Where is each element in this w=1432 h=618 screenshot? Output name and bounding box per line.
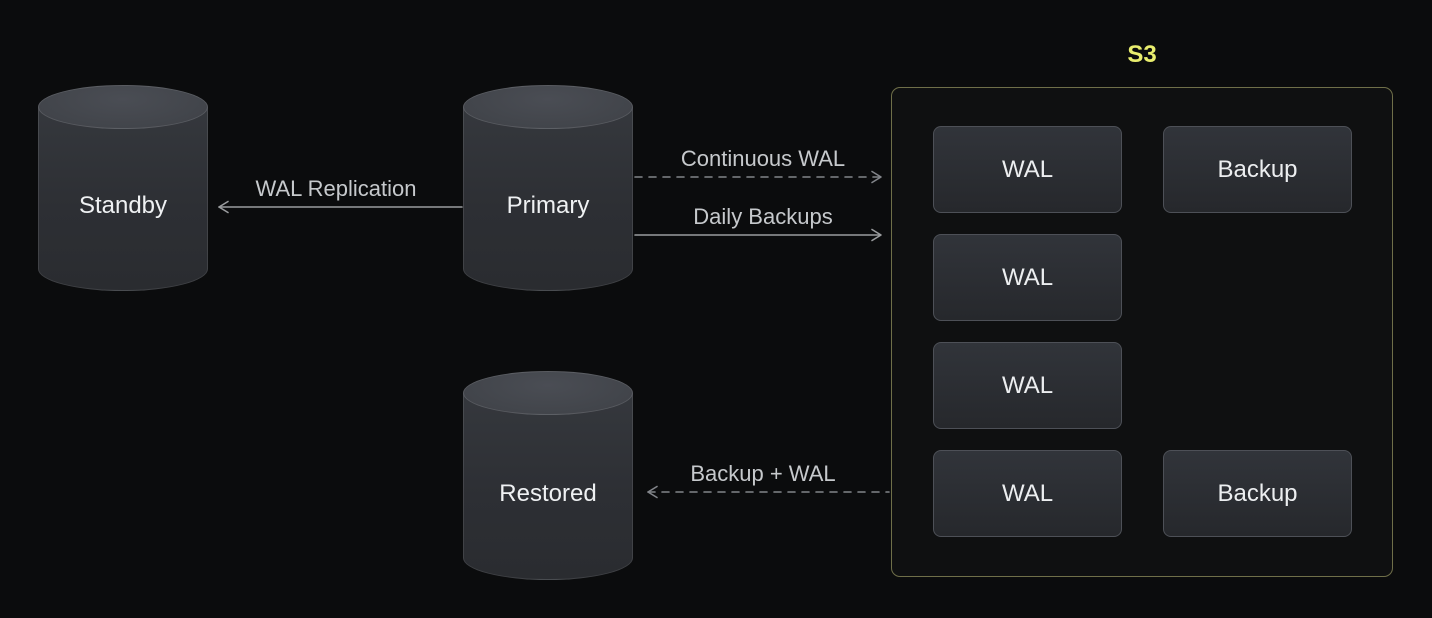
cylinder-top — [463, 371, 633, 415]
edge-label-continuous-wal: Continuous WAL — [680, 146, 846, 171]
s3-group-title: S3 — [1127, 41, 1157, 68]
node-primary-database: Primary — [463, 85, 633, 291]
edge-label-backup-plus-wal: Backup + WAL — [690, 461, 836, 486]
s3-wal-label: WAL — [1001, 155, 1054, 183]
arrow-wal-replication — [218, 200, 463, 214]
cylinder-body — [463, 393, 633, 580]
node-restored-database: Restored — [463, 371, 633, 580]
cylinder-top — [463, 85, 633, 129]
node-label-primary: Primary — [506, 192, 590, 219]
s3-wal-box-4: WAL — [933, 450, 1122, 537]
s3-wal-box-3: WAL — [933, 342, 1122, 429]
node-standby-database: Standby — [38, 85, 208, 291]
s3-wal-box-2: WAL — [933, 234, 1122, 321]
s3-backup-box-2: Backup — [1163, 450, 1352, 537]
s3-backup-label: Backup — [1217, 155, 1298, 183]
s3-backup-label: Backup — [1217, 479, 1298, 507]
s3-group-box — [891, 87, 1393, 577]
node-label-standby: Standby — [78, 192, 168, 219]
arrow-continuous-wal — [634, 170, 882, 184]
cylinder-body — [38, 107, 208, 291]
s3-backup-box-1: Backup — [1163, 126, 1352, 213]
arrow-daily-backups — [634, 228, 882, 242]
s3-wal-label: WAL — [1001, 263, 1054, 291]
s3-wal-label: WAL — [1001, 479, 1054, 507]
cylinder-top — [38, 85, 208, 129]
s3-wal-box-1: WAL — [933, 126, 1122, 213]
node-label-restored: Restored — [499, 480, 597, 507]
cylinder-body — [463, 107, 633, 291]
edge-label-wal-replication: WAL Replication — [255, 176, 417, 201]
s3-wal-label: WAL — [1001, 371, 1054, 399]
arrow-backup-plus-wal — [647, 485, 890, 499]
edge-label-daily-backups: Daily Backups — [693, 204, 833, 229]
